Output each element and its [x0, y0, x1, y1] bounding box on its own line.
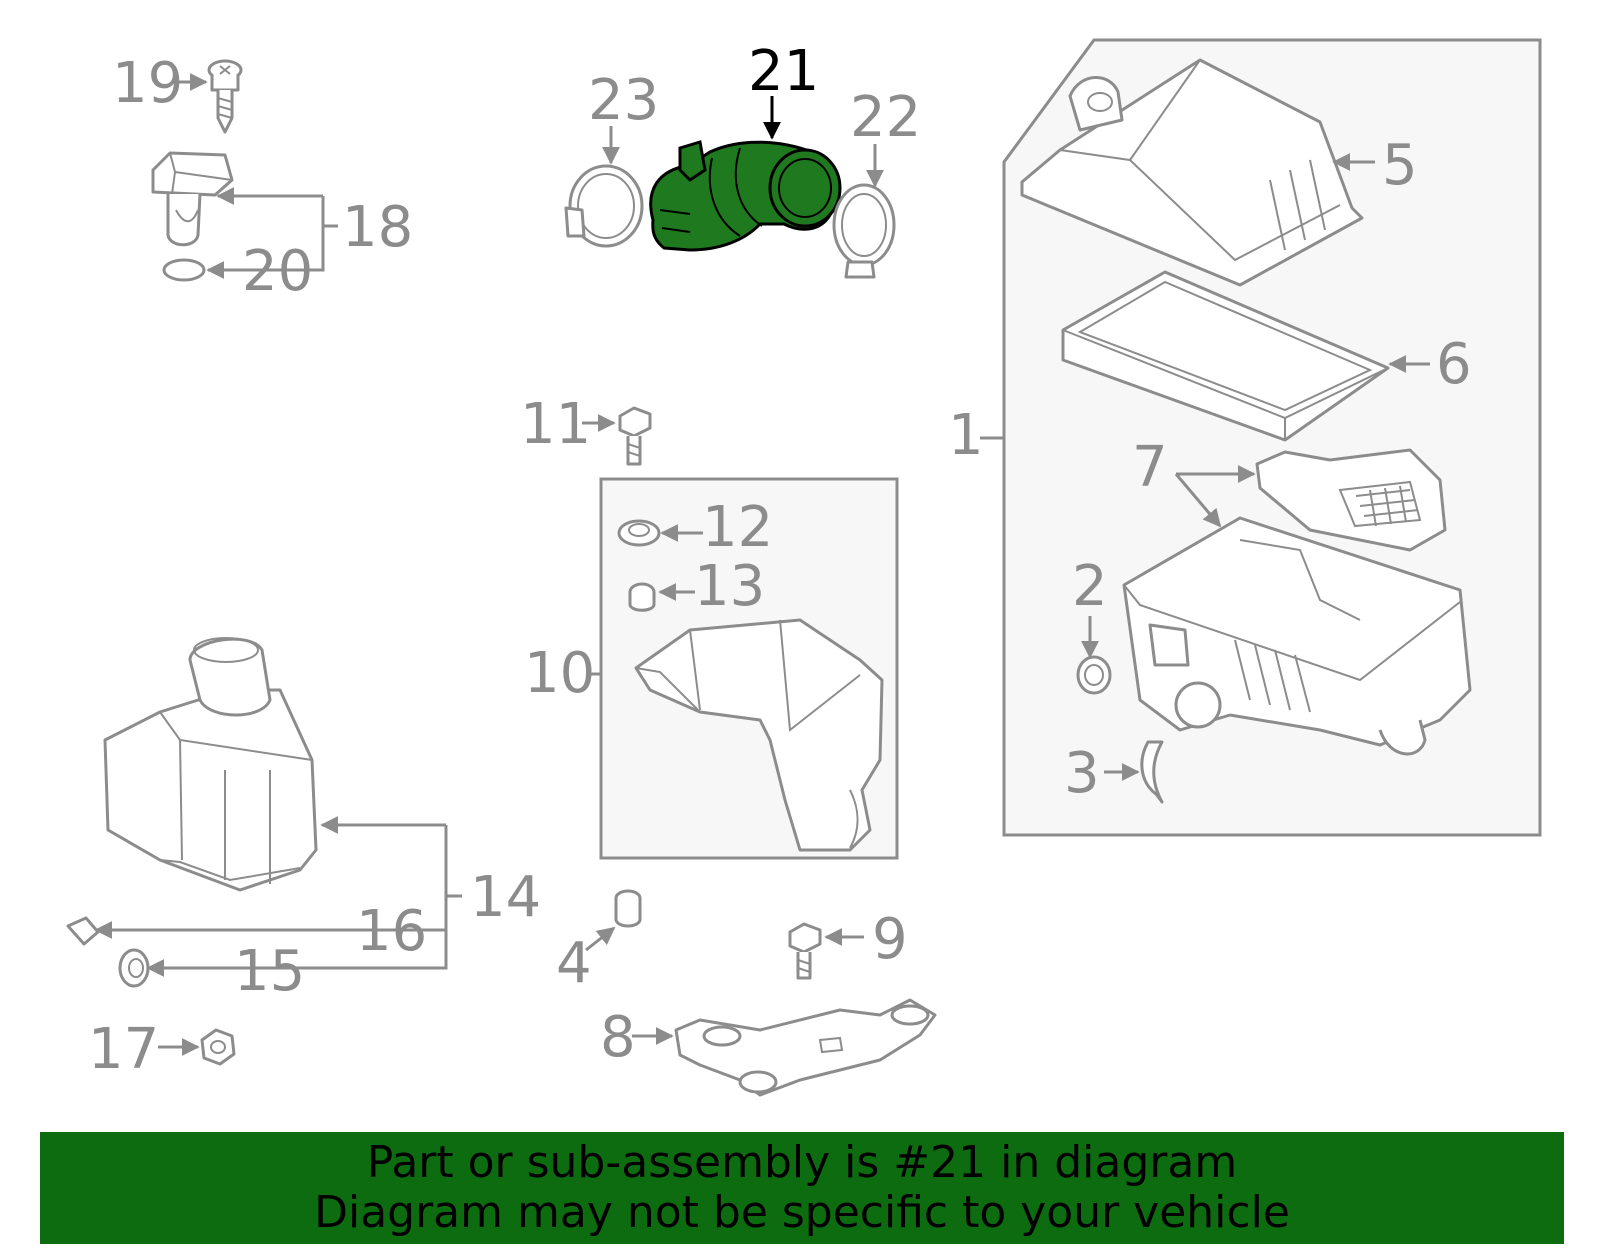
- part-20-o-ring[interactable]: [162, 258, 206, 282]
- part-17-nut[interactable]: [200, 1028, 236, 1066]
- callout-1: 1: [948, 403, 984, 468]
- part-15-grommet[interactable]: [118, 948, 150, 988]
- part-10-inlet-duct[interactable]: [634, 618, 884, 852]
- callout-6: 6: [1436, 332, 1472, 397]
- part-9-bolt[interactable]: [788, 922, 822, 980]
- callout-9: 9: [872, 907, 908, 972]
- callout-19: 19: [112, 51, 183, 116]
- callout-20: 20: [242, 239, 313, 304]
- part-18-sensor[interactable]: [151, 151, 234, 247]
- part-12-grommet[interactable]: [617, 519, 661, 547]
- callout-14: 14: [470, 865, 541, 930]
- callout-5: 5: [1382, 133, 1418, 198]
- callout-12: 12: [702, 495, 773, 560]
- callout-13: 13: [694, 554, 765, 619]
- part-3-clip[interactable]: [1140, 740, 1164, 804]
- caption-banner: Part or sub-assembly is #21 in diagram D…: [40, 1132, 1564, 1244]
- caption-line-2: Diagram may not be specific to your vehi…: [314, 1187, 1290, 1238]
- parts-diagram: 19 18 20 23 21 22 5 6 1 7 2 3 11 12 13 1…: [66, 38, 1542, 1097]
- callout-15: 15: [234, 939, 305, 1004]
- part-21-intake-hose-highlighted[interactable]: [649, 140, 842, 252]
- callout-7: 7: [1132, 435, 1168, 500]
- callout-18: 18: [342, 195, 413, 260]
- part-23-clamp[interactable]: [564, 164, 644, 248]
- callout-21-highlighted: 21: [748, 39, 819, 104]
- part-5-air-cleaner-cover[interactable]: [1020, 58, 1364, 287]
- part-13-collar[interactable]: [628, 582, 656, 612]
- part-7-intake-guide[interactable]: [1255, 448, 1447, 552]
- part-19-screw[interactable]: [207, 59, 243, 134]
- callout-22: 22: [850, 85, 921, 150]
- callout-23: 23: [588, 68, 659, 133]
- part-11-bolt[interactable]: [618, 406, 652, 466]
- callout-10: 10: [524, 641, 595, 706]
- caption-line-1: Part or sub-assembly is #21 in diagram: [366, 1137, 1238, 1188]
- part-14-resonator[interactable]: [103, 637, 318, 892]
- callout-17: 17: [88, 1017, 159, 1082]
- part-4-collar[interactable]: [614, 889, 642, 928]
- part-16-plug[interactable]: [66, 916, 100, 946]
- part-2-grommet[interactable]: [1076, 655, 1112, 695]
- part-1-lower-case: [1122, 516, 1472, 756]
- part-6-air-filter[interactable]: [1061, 270, 1390, 442]
- callout-16: 16: [356, 899, 427, 964]
- callout-3: 3: [1064, 741, 1100, 806]
- callout-8: 8: [600, 1005, 636, 1070]
- callout-2: 2: [1072, 554, 1108, 619]
- callout-4: 4: [556, 931, 592, 996]
- part-8-bracket[interactable]: [674, 998, 937, 1097]
- callout-11: 11: [520, 392, 591, 457]
- part-22-clamp[interactable]: [832, 183, 896, 279]
